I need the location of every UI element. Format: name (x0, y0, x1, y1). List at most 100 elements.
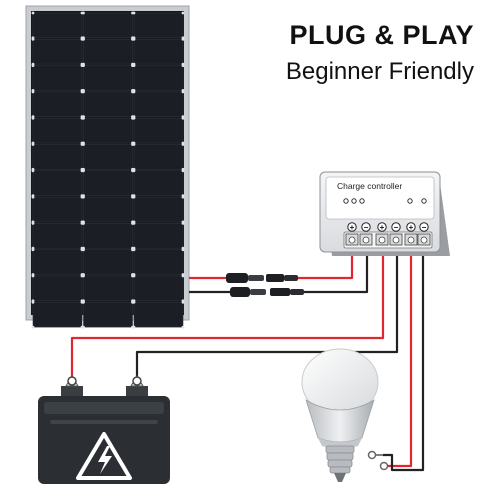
panel-cell (83, 196, 133, 223)
headline-title: PLUG & PLAY (289, 20, 474, 50)
cell-corner-dot (132, 248, 136, 252)
terminal-symbol: + (350, 223, 355, 232)
controller-label: Charge controller (337, 181, 402, 191)
panel-cell (133, 170, 184, 196)
load-ring-terminals (367, 450, 389, 471)
panel-cell (32, 91, 83, 118)
cell-corner-dot (31, 64, 35, 67)
solar-panel-icon (25, 5, 190, 329)
panel-cell (133, 196, 184, 223)
cell-corner-dot (181, 195, 185, 199)
panel-cell (133, 91, 184, 118)
terminal-symbol-ring (377, 222, 387, 232)
cell-corner-dot (181, 116, 185, 120)
high-voltage-warning-icon (76, 432, 132, 480)
cell-corner-dot (31, 325, 35, 329)
cell-corner-dot (132, 300, 136, 304)
cell-corner-dot (82, 11, 85, 15)
cell-corner-dot (31, 248, 35, 252)
panel-cell (133, 223, 184, 249)
charge-controller-icon: Charge controller +−+−+− (319, 171, 450, 256)
panel-cell (32, 12, 83, 39)
cell-corner-dot (132, 274, 136, 278)
panel-cell (83, 144, 133, 170)
status-leds (343, 198, 427, 204)
cell-corner-dot (31, 143, 35, 146)
terminal-symbol-ring (391, 222, 401, 232)
terminal-symbols: +−+−+− (347, 222, 429, 232)
cell-corner-dot (132, 11, 136, 15)
terminal-symbol-ring (361, 222, 371, 232)
cell-corner-dot (181, 274, 185, 278)
panel-cell (32, 65, 83, 91)
panel-cell (133, 144, 184, 170)
cell-corner-dot (181, 90, 185, 94)
panel-cell (83, 91, 133, 118)
battery-posts (65, 375, 144, 387)
cell-corner-dot (31, 90, 35, 94)
cell-corner-dot (31, 195, 35, 199)
panel-cell (83, 117, 133, 144)
panel-cell (32, 117, 83, 144)
cell-corner-dot (31, 300, 35, 304)
terminal-symbol: + (380, 223, 385, 232)
cell-corner-dot (82, 274, 85, 278)
panel-cell (83, 275, 133, 302)
cell-corner-dot (132, 169, 136, 173)
panel-cell (133, 275, 184, 302)
panel-cables (189, 276, 230, 294)
panel-cell (32, 144, 83, 170)
panel-cell (133, 38, 184, 65)
cell-corner-dot (132, 325, 136, 329)
panel-cell-grid (31, 11, 185, 329)
terminal-symbol: − (422, 223, 427, 232)
cell-corner-dot (82, 248, 85, 252)
panel-cell (32, 223, 83, 249)
panel-cell (83, 170, 133, 196)
cell-corner-dot (31, 169, 35, 173)
cell-corner-dot (82, 325, 85, 329)
panel-cell (32, 301, 83, 328)
terminal-symbol: + (409, 223, 414, 232)
cell-corner-dot (132, 90, 136, 94)
terminal-symbol-ring (347, 222, 357, 232)
cell-corner-dot (31, 274, 35, 278)
panel-cell (32, 38, 83, 65)
cell-corner-dot (132, 143, 136, 146)
terminal-symbol-ring (406, 222, 416, 232)
cell-corner-dot (82, 116, 85, 120)
cell-corner-dot (82, 64, 85, 67)
panel-cell (32, 170, 83, 196)
cell-corner-dot (132, 116, 136, 120)
panel-cell (83, 249, 133, 275)
panel-cell (83, 301, 133, 328)
panel-cell (133, 249, 184, 275)
wiring (70, 246, 425, 472)
cell-corner-dot (82, 195, 85, 199)
cell-corner-dot (82, 143, 85, 146)
panel-cell (133, 117, 184, 144)
cell-corner-dot (181, 300, 185, 304)
cell-corner-dot (82, 90, 85, 94)
cell-corner-dot (181, 11, 185, 15)
panel-cell (83, 38, 133, 65)
cell-corner-dot (82, 222, 85, 225)
panel-cell (83, 223, 133, 249)
panel-cell (32, 275, 83, 302)
terminal-screw-heads (348, 236, 428, 244)
cell-corner-dot (82, 169, 85, 173)
mc4-connector-icon (226, 273, 304, 297)
light-bulb-icon (301, 348, 379, 482)
panel-cell (32, 249, 83, 275)
cell-corner-dot (181, 248, 185, 252)
cell-corner-dot (132, 64, 136, 67)
battery-icon (38, 375, 170, 484)
panel-cell (133, 301, 184, 328)
cell-corner-dot (31, 37, 35, 41)
cell-corner-dot (31, 116, 35, 120)
cell-corner-dot (181, 169, 185, 173)
panel-cell (32, 196, 83, 223)
cell-corner-dot (82, 300, 85, 304)
cell-corner-dot (181, 143, 185, 146)
